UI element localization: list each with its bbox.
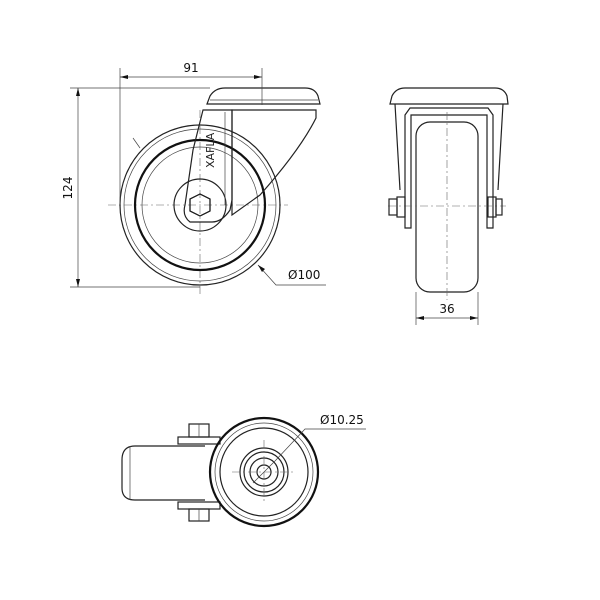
dimension-offset: 91 <box>183 61 198 75</box>
side-view: 36 <box>388 87 509 325</box>
front-view: XAFLA 91 124 Ø100 <box>61 61 326 295</box>
dimension-height: 124 <box>61 177 75 200</box>
bottom-view: Ø10.25 <box>121 413 366 528</box>
dimension-bore-diameter: Ø10.25 <box>320 413 364 427</box>
dimension-wheel-diameter: Ø100 <box>288 268 320 282</box>
dimension-wheel-width: 36 <box>439 302 454 316</box>
brand-logo: XAFLA <box>204 132 217 168</box>
